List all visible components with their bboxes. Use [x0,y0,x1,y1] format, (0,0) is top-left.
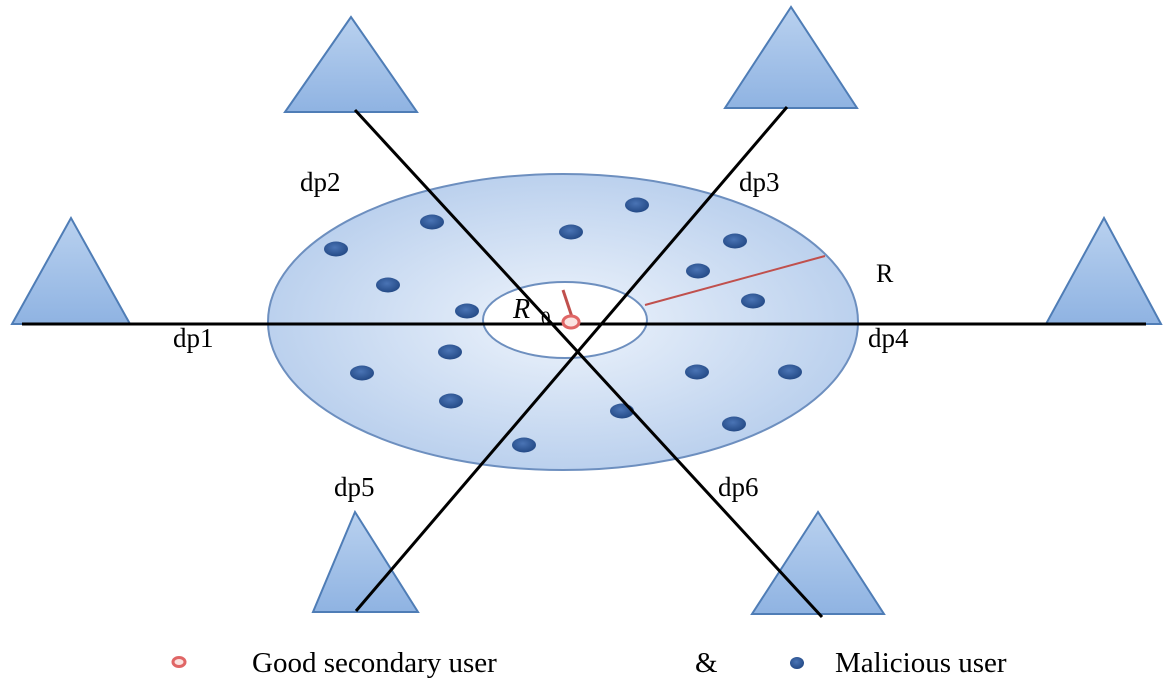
hollow-red-circle-icon [561,314,581,330]
malicious-users [324,197,802,453]
blue-dot-icon [778,364,802,380]
blue-dot-icon [625,197,649,213]
label-dp6: dp6 [718,472,759,502]
label-dp4: dp4 [868,323,909,353]
label-r0: R [512,294,530,325]
triangle-icon-dp3 [723,5,859,109]
legend-good-label: Good secondary user [252,647,497,679]
triangle-icon-dp1 [10,215,132,325]
label-r0-subscript: 0 [541,308,551,329]
beam-line-dp2 [353,108,824,619]
label-dp1: dp1 [173,323,214,353]
blue-dot-icon [685,364,709,380]
blue-dot-icon [324,241,348,257]
blue-dot-icon [741,293,765,309]
blue-dot-icon [455,303,479,319]
blue-dot-icon [439,393,463,409]
blue-dot-icon [790,657,804,669]
triangle-icon-dp5 [311,509,420,613]
sensing-ring [266,173,860,471]
blue-dot-icon [686,263,710,279]
beam-lines [22,106,1146,619]
hollow-red-circle-icon [171,656,187,668]
label-r-outer: R [876,259,894,288]
label-dp2: dp2 [300,167,341,197]
triangle-icon-dp2 [283,15,419,113]
triangle-icon-dp4 [1044,215,1163,325]
blue-dot-icon [438,344,462,360]
legend-separator: & [695,647,718,679]
blue-dot-icon [722,416,746,432]
legend: Good secondary user & Malicious user [171,647,1007,679]
legend-malicious-label: Malicious user [835,647,1007,679]
outer-radius-line [644,255,826,306]
blue-dot-icon [376,277,400,293]
label-dp3: dp3 [739,167,780,197]
label-dp5: dp5 [334,472,375,502]
beam-line-dp3 [354,106,789,612]
blue-dot-icon [559,224,583,240]
blue-dot-icon [420,214,444,230]
blue-dot-icon [723,233,747,249]
blue-dot-icon [512,437,536,453]
blue-dot-icon [350,365,374,381]
